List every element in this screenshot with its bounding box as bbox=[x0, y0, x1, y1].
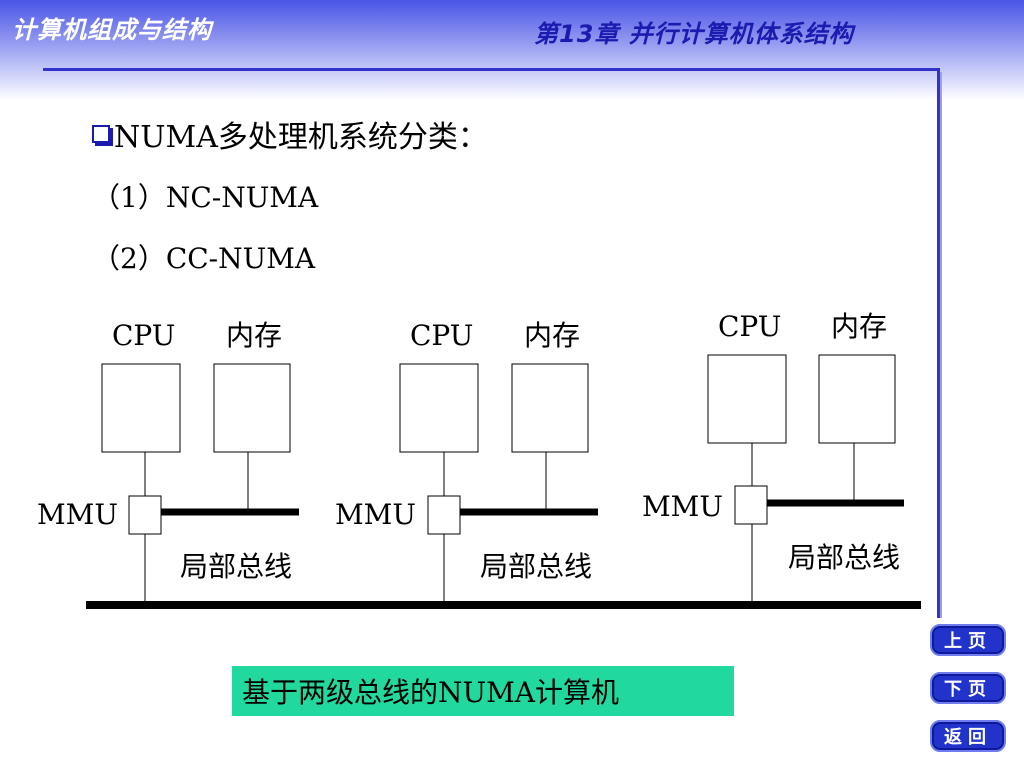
section-heading-text: NUMA多处理机系统分类： bbox=[114, 120, 488, 155]
memory-box bbox=[818, 354, 896, 444]
node-2: CPU 内存 MMU 局部总线 bbox=[335, 319, 598, 601]
return-button[interactable]: 返回 bbox=[930, 720, 1006, 752]
mmu-label: MMU bbox=[37, 498, 118, 531]
memory-box bbox=[511, 363, 589, 453]
prev-page-button[interactable]: 上页 bbox=[930, 624, 1006, 656]
mmu-box bbox=[427, 495, 461, 535]
memory-box bbox=[213, 363, 291, 453]
memory-label: 内存 bbox=[831, 310, 887, 343]
memory-label: 内存 bbox=[524, 319, 580, 352]
checkbox-bullet-icon bbox=[92, 125, 110, 143]
cpu-box bbox=[707, 354, 787, 444]
figure-caption: 基于两级总线的NUMA计算机 bbox=[232, 666, 734, 716]
local-bus-label: 局部总线 bbox=[180, 550, 292, 583]
mmu-box bbox=[128, 495, 162, 535]
cpu-box bbox=[101, 363, 181, 453]
node-3: CPU 内存 MMU 局部总线 bbox=[642, 310, 904, 601]
chapter-title: 第13章 并行计算机体系结构 bbox=[534, 20, 854, 48]
cpu-label: CPU bbox=[410, 319, 473, 352]
cpu-label: CPU bbox=[718, 310, 781, 343]
memory-label: 内存 bbox=[226, 319, 282, 352]
header-band bbox=[0, 0, 1024, 100]
local-bus-label: 局部总线 bbox=[480, 550, 592, 583]
mmu-label: MMU bbox=[335, 498, 416, 531]
section-heading: NUMA多处理机系统分类： bbox=[92, 112, 488, 156]
local-bus-label: 局部总线 bbox=[788, 541, 900, 574]
frame-right-shadow bbox=[940, 72, 942, 618]
cpu-box bbox=[399, 363, 479, 453]
cpu-label: CPU bbox=[112, 319, 175, 352]
mmu-box bbox=[734, 485, 768, 525]
list-item-cc-numa: （2）CC-NUMA bbox=[92, 242, 316, 275]
next-page-button[interactable]: 下页 bbox=[930, 672, 1006, 704]
frame-right-rule bbox=[937, 68, 940, 618]
node-1: CPU 内存 MMU 局部总线 bbox=[37, 319, 299, 601]
frame-top-rule bbox=[43, 68, 940, 71]
course-title: 计算机组成与结构 bbox=[12, 16, 212, 44]
list-item-nc-numa: （1）NC-NUMA bbox=[92, 181, 319, 214]
mmu-label: MMU bbox=[642, 490, 723, 523]
